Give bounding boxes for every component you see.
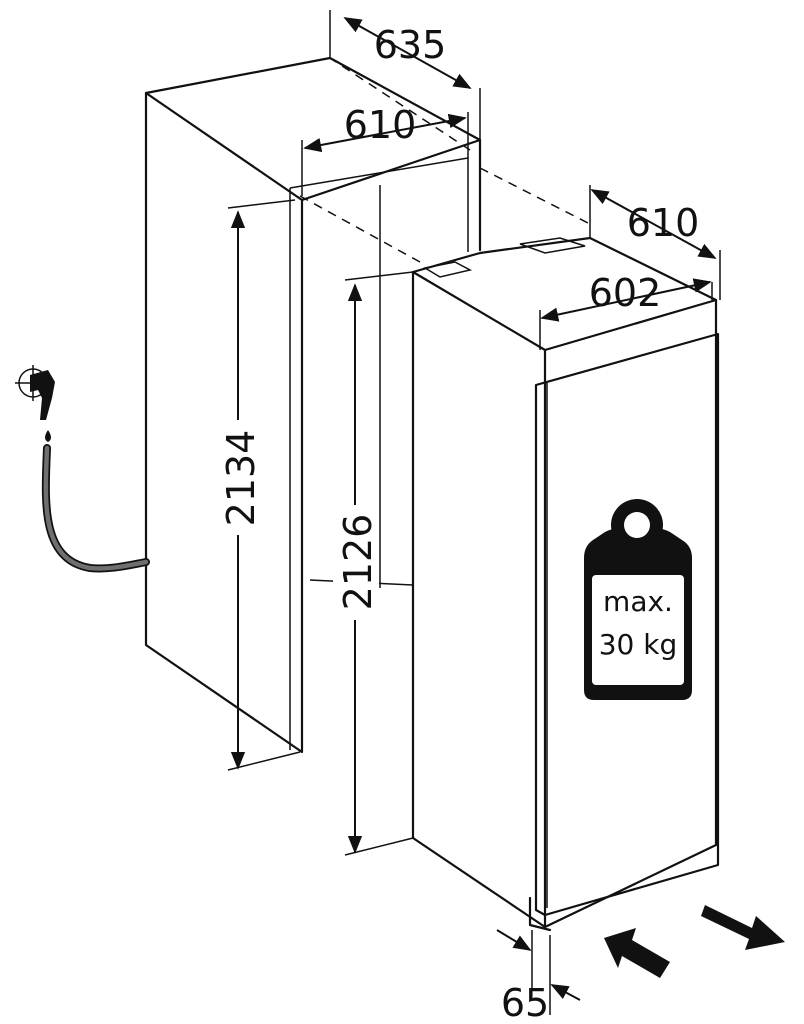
dimension-appliance-depth: 610 [589, 185, 721, 300]
dimension-niche-width: 610 [301, 103, 469, 196]
label-appliance-width: 602 [589, 271, 662, 315]
label-niche-width: 610 [344, 103, 417, 147]
water-tap-icon [15, 365, 55, 442]
dimension-niche-height: 2134 [216, 199, 301, 771]
dimension-door-offset: 65 [496, 929, 581, 1024]
dimension-appliance-width: 602 [539, 271, 713, 350]
door-direction-arrows [604, 905, 785, 978]
weight-label-line2: 30 kg [599, 628, 678, 661]
dimension-appliance-height: 2126 [309, 271, 414, 856]
weight-icon: max. 30 kg [584, 499, 692, 700]
weight-label-line1: max. [603, 585, 673, 618]
water-hose [41, 444, 150, 573]
label-door-offset: 65 [501, 981, 549, 1024]
label-niche-height: 2134 [219, 430, 263, 527]
label-appliance-height: 2126 [336, 514, 380, 611]
label-appliance-depth: 610 [627, 201, 700, 245]
projection-lines [299, 57, 591, 263]
label-niche-depth: 635 [374, 23, 447, 67]
niche-cabinet [144, 56, 482, 754]
appliance-body [411, 236, 720, 932]
dimension-niche-depth: 635 [329, 10, 481, 140]
